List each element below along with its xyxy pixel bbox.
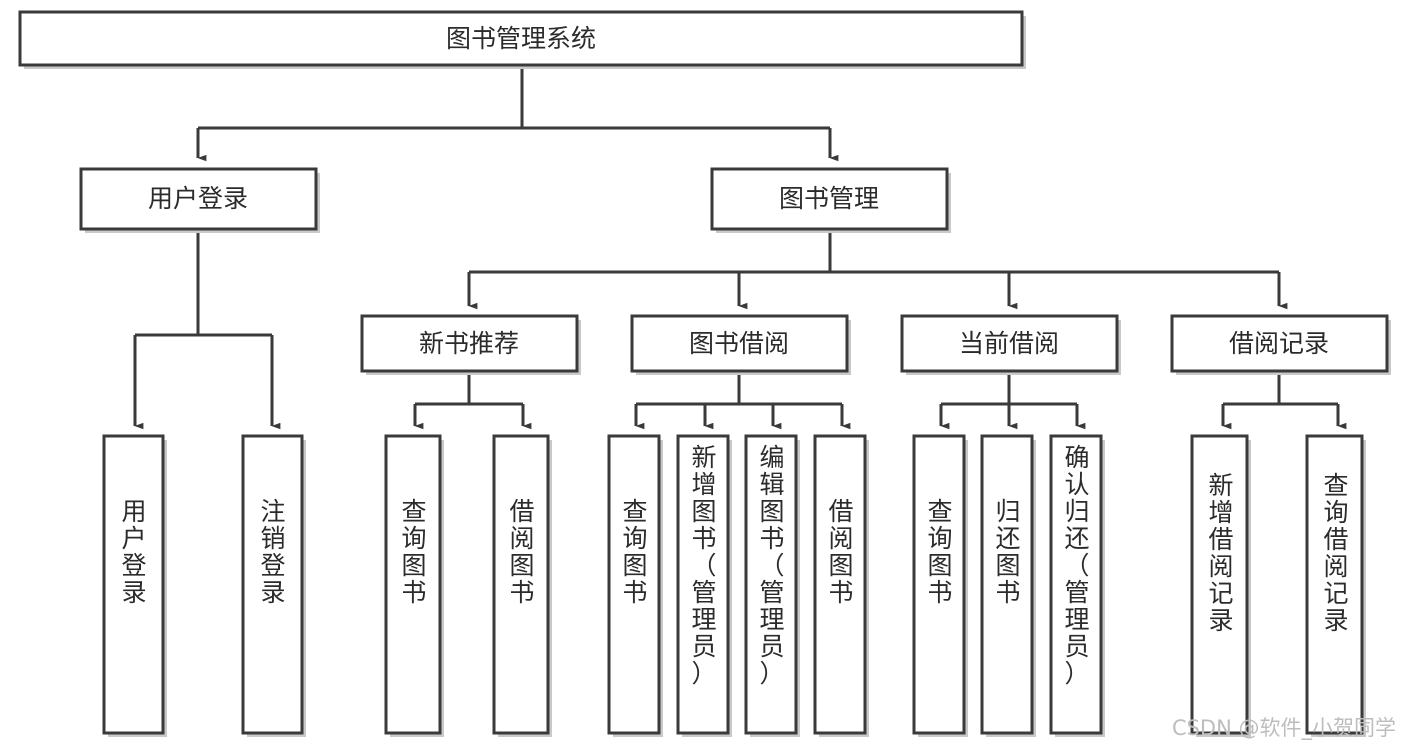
user-login-box: [79, 167, 318, 231]
leaf-add-record-box: [1190, 434, 1249, 735]
leaf-borrow-book-2-box: [813, 434, 867, 735]
node-book-management[interactable]: 图书管理: [710, 167, 951, 233]
node-leaf-return-book[interactable]: 归还图书: [980, 434, 1036, 737]
leaf-confirm-return-label: 确认归还（管理员）: [1064, 443, 1089, 688]
leaf-return-book-box: [980, 434, 1034, 735]
connector-layer: [133, 68, 1347, 430]
new-book-recommend-label: 新书推荐: [419, 329, 519, 358]
node-root[interactable]: 图书管理系统: [18, 10, 1026, 69]
node-leaf-confirm-return[interactable]: 确认归还（管理员）: [1049, 434, 1105, 737]
node-user-login[interactable]: 用户登录: [79, 167, 320, 233]
borrow-record-box: [1170, 314, 1389, 373]
node-leaf-query-record[interactable]: 查询借阅记录: [1305, 434, 1366, 737]
leaf-query-book-2-label: 查询图书: [622, 497, 647, 607]
leaf-user-logout-label: 注销登录: [260, 497, 285, 607]
leaf-borrow-book-1-label: 借阅图书: [509, 497, 534, 607]
leaf-edit-book-label: 编辑图书（管理员）: [759, 443, 784, 688]
node-leaf-user-logout[interactable]: 注销登录: [241, 434, 306, 737]
book-management-label: 图书管理: [779, 184, 879, 213]
leaf-query-book-3-box: [912, 434, 966, 735]
leaf-query-record-label: 查询借阅记录: [1323, 471, 1348, 635]
node-current-borrow[interactable]: 当前借阅: [900, 314, 1121, 375]
node-leaf-query-book-3[interactable]: 查询图书: [912, 434, 968, 737]
book-management-box: [710, 167, 949, 231]
leaf-user-login-label: 用户登录: [121, 497, 146, 607]
borrow-record-label: 借阅记录: [1229, 329, 1329, 358]
book-borrow-label: 图书借阅: [689, 329, 789, 358]
leaf-add-book-label: 新增图书（管理员）: [691, 443, 716, 688]
node-leaf-add-record[interactable]: 新增借阅记录: [1190, 434, 1251, 737]
leaf-edit-book-box: [744, 434, 798, 735]
node-leaf-edit-book[interactable]: 编辑图书（管理员）: [744, 434, 800, 737]
leaf-borrow-book-2-label: 借阅图书: [828, 497, 853, 607]
leaf-borrow-book-1-box: [492, 434, 550, 735]
root-label: 图书管理系统: [446, 24, 596, 53]
leaf-return-book-label: 归还图书: [995, 497, 1020, 607]
root-box: [18, 10, 1024, 67]
leaf-query-book-3-label: 查询图书: [927, 497, 952, 607]
leaf-user-logout-box: [241, 434, 304, 735]
book-borrow-box: [630, 314, 849, 373]
node-leaf-borrow-book-2[interactable]: 借阅图书: [813, 434, 869, 737]
node-leaf-query-book-2[interactable]: 查询图书: [607, 434, 663, 737]
node-leaf-query-book-1[interactable]: 查询图书: [384, 434, 444, 737]
current-borrow-label: 当前借阅: [959, 329, 1059, 358]
node-leaf-add-book[interactable]: 新增图书（管理员）: [676, 434, 732, 737]
leaf-query-book-1-label: 查询图书: [401, 497, 426, 607]
leaf-query-book-2-box: [607, 434, 661, 735]
leaf-add-record-label: 新增借阅记录: [1208, 471, 1233, 635]
leaf-query-record-box: [1305, 434, 1364, 735]
node-book-borrow[interactable]: 图书借阅: [630, 314, 851, 375]
leaf-user-login-box: [102, 434, 165, 735]
node-new-book-recommend[interactable]: 新书推荐: [360, 314, 581, 375]
node-leaf-user-login[interactable]: 用户登录: [102, 434, 167, 737]
user-login-label: 用户登录: [148, 184, 248, 213]
node-borrow-record[interactable]: 借阅记录: [1170, 314, 1391, 375]
new-book-recommend-box: [360, 314, 579, 373]
leaf-add-book-box: [676, 434, 730, 735]
current-borrow-box: [900, 314, 1119, 373]
watermark-text: CSDN @软件_小贺同学: [1172, 716, 1396, 741]
node-leaf-borrow-book-1[interactable]: 借阅图书: [492, 434, 552, 737]
leaf-confirm-return-box: [1049, 434, 1103, 735]
leaf-query-book-1-box: [384, 434, 442, 735]
